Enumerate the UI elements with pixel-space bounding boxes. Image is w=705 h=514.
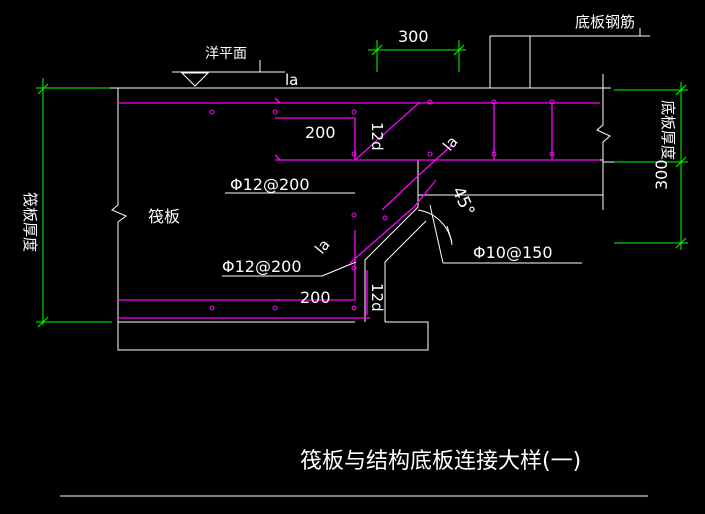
dimension-lines <box>36 40 688 328</box>
bottom-slab-thickness-label: 底板厚度 <box>659 100 677 160</box>
dim-200-lower: 200 <box>300 288 331 307</box>
dim-200-upper: 200 <box>305 123 336 142</box>
rebar-label-2: Φ12@200 <box>222 257 302 276</box>
rebar-lines <box>118 97 600 319</box>
angle-label: 45° <box>447 184 478 220</box>
concrete-outline <box>110 28 650 351</box>
la-diag-lower: la <box>311 236 333 258</box>
rebar-label-3: Φ10@150 <box>473 243 553 262</box>
leader-lines <box>60 161 648 497</box>
la-top-label: la <box>285 71 298 89</box>
dim-300-top: 300 <box>398 27 429 46</box>
raft-slab-label: 筏板 <box>148 207 180 226</box>
drawing-title: 筏板与结构底板连接大样(一) <box>300 449 581 474</box>
bottom-rebar-label: 底板钢筋 <box>575 13 635 31</box>
dim-12d-upper: 12d <box>368 122 386 151</box>
raft-thickness-label: 筏板厚度 <box>21 192 39 252</box>
la-diag-upper: la <box>439 133 461 155</box>
dim-12d-lower: 12d <box>368 283 386 312</box>
rebar-dots <box>209 99 555 311</box>
annotations: 洋平面 la 筏板 底板钢筋 筏板厚度 底板厚度 300 300 200 200… <box>21 13 677 474</box>
rebar-label-1: Φ12@200 <box>230 175 310 194</box>
water-level-label: 洋平面 <box>205 46 247 62</box>
dim-300-right: 300 <box>652 159 671 190</box>
